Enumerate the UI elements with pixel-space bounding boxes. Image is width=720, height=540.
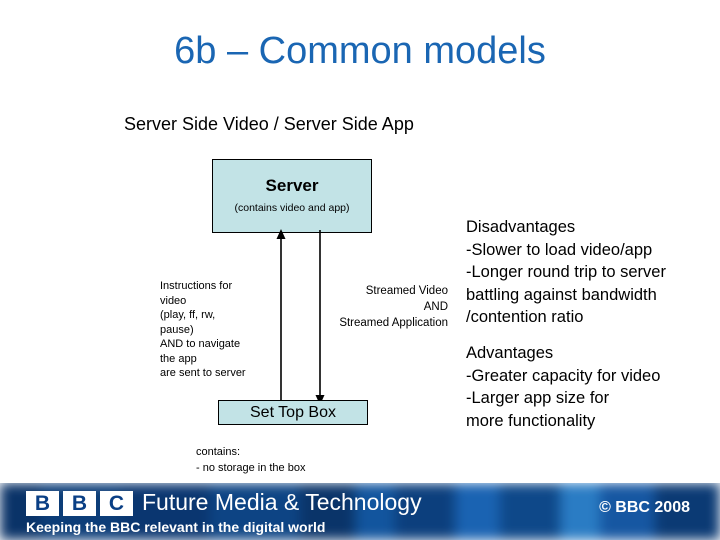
set-top-box-node: Set Top Box <box>218 400 368 425</box>
slide-footer: B B C Future Media & Technology Keeping … <box>0 483 720 540</box>
disadvantages-text: Disadvantages -Slower to load video/app … <box>466 218 666 326</box>
downstream-stream-label: Streamed Video AND Streamed Application <box>339 285 448 329</box>
footer-content: B B C Future Media & Technology Keeping … <box>0 483 720 540</box>
set-top-box-contains-caption: contains: - no storage in the box <box>196 446 306 474</box>
bbc-logo-block-1: B <box>26 491 59 516</box>
set-top-box-title: Set Top Box <box>250 404 336 421</box>
upstream-instructions-label: Instructions for video (play, ff, rw, pa… <box>160 280 246 379</box>
server-node-title: Server <box>265 176 319 195</box>
slide-subtitle: Server Side Video / Server Side App <box>124 114 414 134</box>
server-node-subtitle: (contains video and app) <box>234 202 350 214</box>
advantages-text: Advantages -Greater capacity for video -… <box>466 344 661 430</box>
footer-tagline-text: Keeping the BBC relevant in the digital … <box>26 519 326 535</box>
page-title: 6b – Common models <box>174 30 546 72</box>
bbc-logo-block-2: B <box>63 491 96 516</box>
footer-brand-text: Future Media & Technology <box>142 489 422 515</box>
footer-copyright-text: © BBC 2008 <box>599 499 690 516</box>
server-node-box: Server (contains video and app) <box>212 159 372 233</box>
bbc-logo-block-3: C <box>100 491 133 516</box>
